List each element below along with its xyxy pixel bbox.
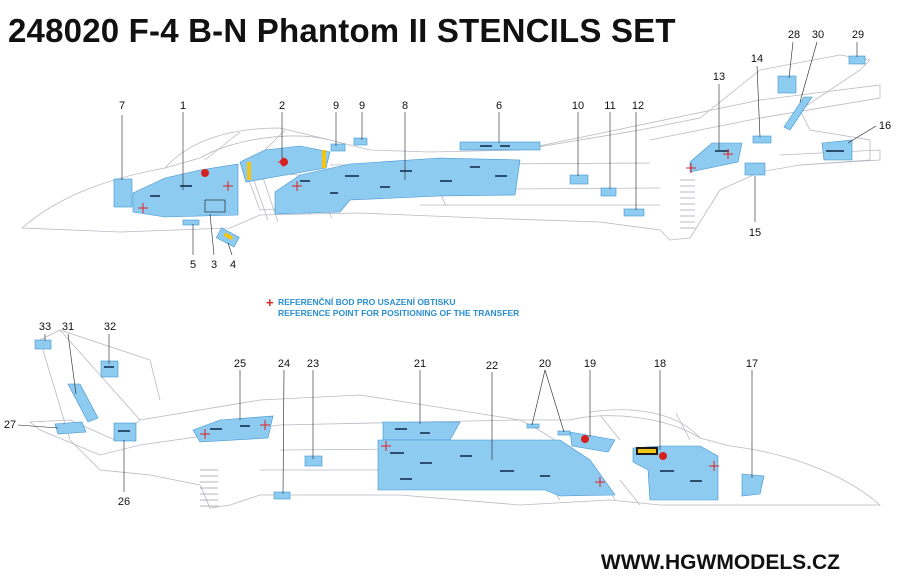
stencil-3 [182,219,200,226]
callout-4: 4 [230,259,236,271]
callout-24: 24 [278,358,290,370]
callout-17: 17 [746,358,758,370]
stencil-9a [330,143,346,152]
callout-6: 6 [496,100,502,112]
stencil-32 [100,360,119,378]
callout-14: 14 [751,53,763,65]
stencil-12 [623,208,645,217]
callout-18: 18 [654,358,666,370]
callout-30: 30 [812,29,824,41]
stencil-17 [741,473,765,497]
callout-13: 13 [713,71,725,83]
stencil-21 [382,421,461,441]
stencil-29 [848,55,866,65]
stencil-9b [353,137,368,146]
stencil-20a [526,423,540,429]
callout-7: 7 [119,100,125,112]
callout-22: 22 [486,360,498,372]
stencil-details-right [104,366,720,488]
callout-16: 16 [879,120,891,132]
stencil-details-left [137,145,844,241]
stencil-22 [377,439,616,497]
stencil-33 [34,339,52,350]
legend-reference-point: + REFERENČNÍ BOD PRO USAZENÍ OBTISKU REF… [266,295,520,319]
stencils-right-side [34,339,765,501]
callout-27: 27 [4,419,16,431]
stencil-14 [752,135,772,144]
reference-mark-icon: + [266,295,274,310]
callout-21: 21 [414,358,426,370]
callout-11: 11 [604,100,615,112]
callout-32: 32 [104,321,116,333]
callout-23: 23 [307,358,319,370]
callout-8: 8 [402,100,408,112]
stencil-24 [273,491,291,500]
callout-1: 1 [180,100,186,112]
callout-28: 28 [788,29,800,41]
callout-5: 5 [190,259,196,271]
callout-leader-lines [17,41,877,495]
callout-19: 19 [584,358,596,370]
callout-numbers: 7 1 2 9 9 8 6 10 11 12 13 14 15 16 28 30… [4,29,891,508]
stencil-13 [689,142,743,173]
stencil-1 [132,163,239,218]
callout-10: 10 [572,100,584,112]
stencil-25 [192,415,274,443]
callout-26: 26 [118,496,130,508]
stencil-31 [67,383,99,423]
stencil-15 [744,162,766,176]
website-url: WWW.HGWMODELS.CZ [600,551,840,574]
stencil-23 [304,455,323,467]
legend-text-cz: REFERENČNÍ BOD PRO USAZENÍ OBTISKU [278,297,456,307]
stencil-30 [783,96,813,131]
callout-9a: 9 [333,100,339,112]
page-title: 248020 F-4 B-N Phantom II STENCILS SET [8,12,676,49]
stencil-28 [777,75,797,94]
stencil-27 [54,421,87,435]
callout-25: 25 [234,358,246,370]
callout-31: 31 [62,321,74,333]
callout-3: 3 [211,259,217,271]
stencil-11 [600,187,617,197]
callout-20: 20 [539,358,551,370]
callout-2: 2 [279,100,285,112]
legend-text-en: REFERENCE POINT FOR POSITIONING OF THE T… [278,308,520,318]
stencil-18 [632,445,719,501]
callout-12: 12 [632,100,644,112]
callout-33: 33 [39,321,51,333]
callout-15: 15 [749,227,761,239]
callout-29: 29 [852,29,864,41]
stencil-7 [113,178,133,208]
stencil-19 [569,431,616,453]
callout-9b: 9 [359,100,365,112]
stencil-10 [569,174,589,185]
stencil-8 [274,157,521,215]
